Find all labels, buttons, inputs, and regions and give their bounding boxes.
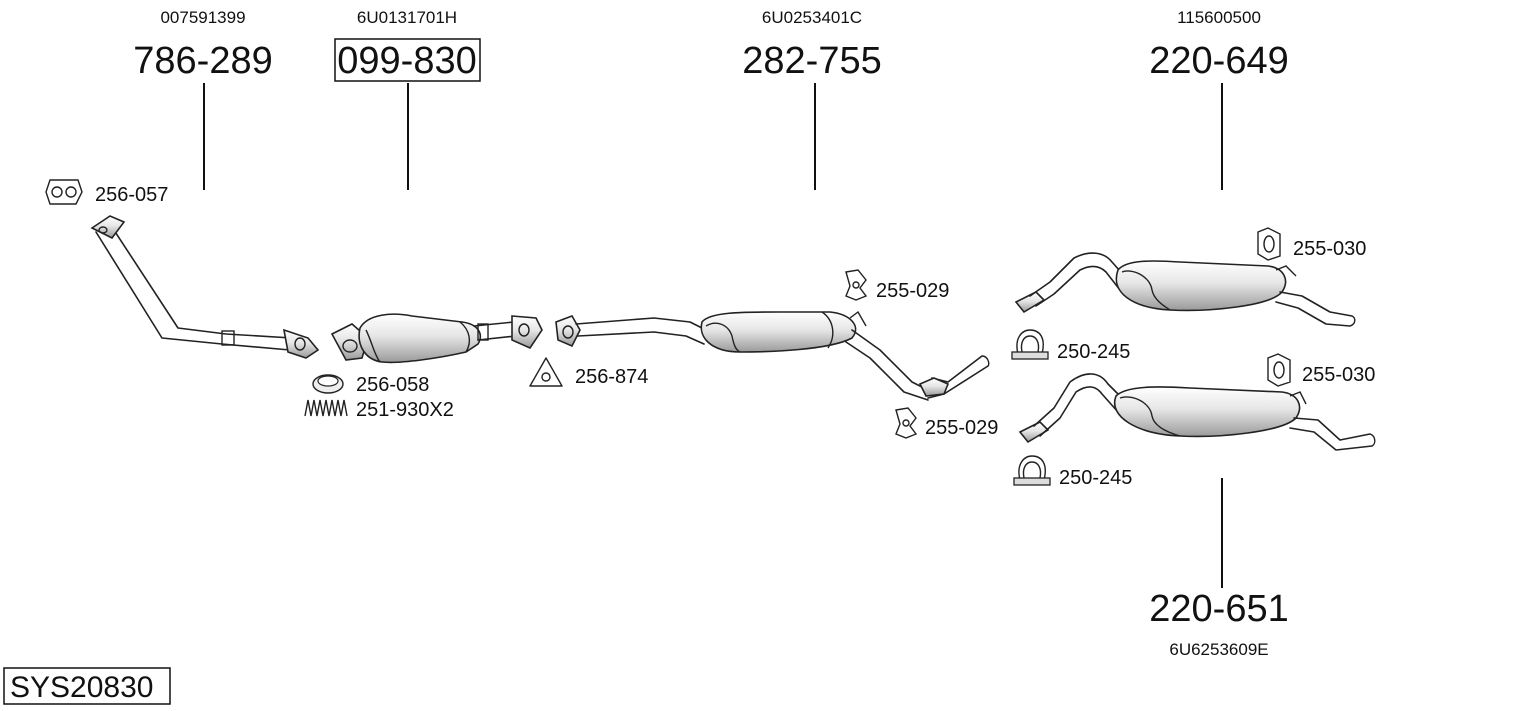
- accessory-label: 256-874: [575, 366, 648, 388]
- accessory-label: 255-030: [1293, 238, 1366, 260]
- part-099-830[interactable]: 6U0131701H 099-830: [334, 8, 481, 190]
- clamp-icon: [1011, 329, 1049, 360]
- front-pipe-drawing[interactable]: [90, 215, 320, 359]
- accessory-255-029-upper[interactable]: 255-029: [845, 269, 949, 302]
- accessory-label: 251-930X2: [356, 399, 454, 421]
- system-id-label: SYS20830: [10, 671, 153, 704]
- rubber-mount-icon: [895, 407, 918, 439]
- oem-number: 6U0253401C: [762, 8, 862, 27]
- rear-silencer-lower-drawing[interactable]: [1018, 373, 1376, 451]
- oem-number: 6U0131701H: [357, 8, 457, 27]
- part-786-289[interactable]: 007591399 786-289: [133, 8, 273, 190]
- accessory-label: 256-057: [95, 184, 168, 206]
- oem-number: 007591399: [160, 8, 245, 27]
- accessory-label: 250-245: [1059, 467, 1132, 489]
- rear-silencer-upper-drawing[interactable]: [1014, 252, 1356, 327]
- accessory-251-930X2[interactable]: 251-930X2: [304, 399, 454, 421]
- accessory-256-058[interactable]: 256-058: [312, 374, 429, 396]
- accessory-255-030-lower[interactable]: 255-030: [1267, 353, 1375, 387]
- system-id-box: [3, 667, 171, 705]
- accessory-255-030-upper[interactable]: 255-030: [1257, 227, 1366, 261]
- accessory-label: 255-030: [1302, 364, 1375, 386]
- accessory-label: 255-029: [925, 417, 998, 439]
- accessory-label: 255-029: [876, 280, 949, 302]
- part-number: 786-289: [133, 40, 272, 82]
- accessory-250-245-upper[interactable]: 250-245: [1011, 329, 1130, 363]
- part-number-box: [334, 38, 481, 82]
- spring-icon: [304, 399, 348, 417]
- part-number: 099-830: [337, 40, 476, 82]
- part-number: 220-649: [1149, 40, 1288, 82]
- accessory-256-057[interactable]: 256-057: [45, 179, 168, 206]
- rubber-mount-icon: [845, 269, 868, 301]
- part-220-651[interactable]: 220-651 6U6253609E: [1149, 478, 1289, 659]
- ring-gasket-icon: [312, 374, 344, 394]
- system-id: SYS20830: [3, 667, 171, 705]
- accessory-256-874[interactable]: 256-874: [529, 357, 648, 388]
- part-220-649[interactable]: 115600500 220-649: [1149, 8, 1289, 190]
- accessory-250-245-lower[interactable]: 250-245: [1013, 455, 1132, 489]
- accessory-label: 250-245: [1057, 341, 1130, 363]
- triangle-gasket-icon: [529, 357, 563, 387]
- rubber-hanger-icon: [1257, 227, 1281, 261]
- flange-gasket-icon: [45, 179, 83, 205]
- clamp-icon: [1013, 455, 1051, 486]
- middle-silencer-drawing[interactable]: [555, 310, 990, 401]
- part-number: 220-651: [1149, 588, 1288, 630]
- catalytic-converter-drawing[interactable]: [330, 313, 543, 364]
- oem-number: 115600500: [1177, 8, 1261, 27]
- accessory-label: 256-058: [356, 374, 429, 396]
- part-number: 282-755: [742, 40, 881, 82]
- part-282-755[interactable]: 6U0253401C 282-755: [742, 8, 882, 190]
- rubber-hanger-icon: [1267, 353, 1291, 387]
- oem-number: 6U6253609E: [1169, 640, 1268, 659]
- accessory-255-029-lower[interactable]: 255-029: [895, 407, 998, 439]
